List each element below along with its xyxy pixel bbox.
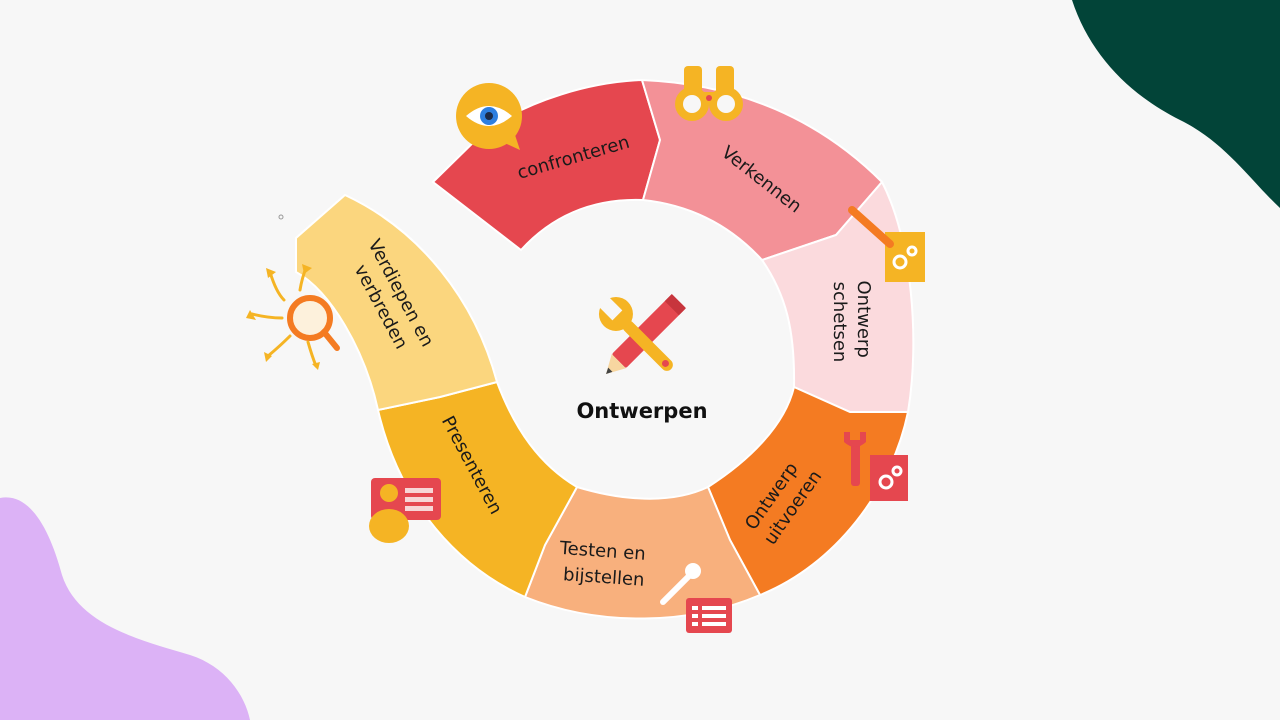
segment-verdiepen-en-verbreden [295, 193, 499, 412]
corner-blob-green [1072, 0, 1280, 208]
corner-blob-purple [0, 497, 250, 720]
binoculars-icon [675, 66, 743, 121]
wrench-checklist-icon [660, 563, 732, 633]
pencil-gears-icon [848, 206, 925, 282]
presenter-card-icon [369, 478, 441, 543]
label-testen-en-bijstellen: Testen en bijstellen [556, 538, 652, 591]
center-title: Ontwerpen [576, 399, 707, 423]
eye-speech-bubble-icon [456, 83, 522, 150]
magnifier-arrows-icon [246, 264, 340, 370]
small-ring-dot [278, 214, 284, 220]
pencil-wrench-icon [596, 294, 686, 374]
wrench-gears-icon [844, 432, 908, 501]
label-ontwerp-schetsen: Ontwerp schetsen [829, 281, 874, 364]
